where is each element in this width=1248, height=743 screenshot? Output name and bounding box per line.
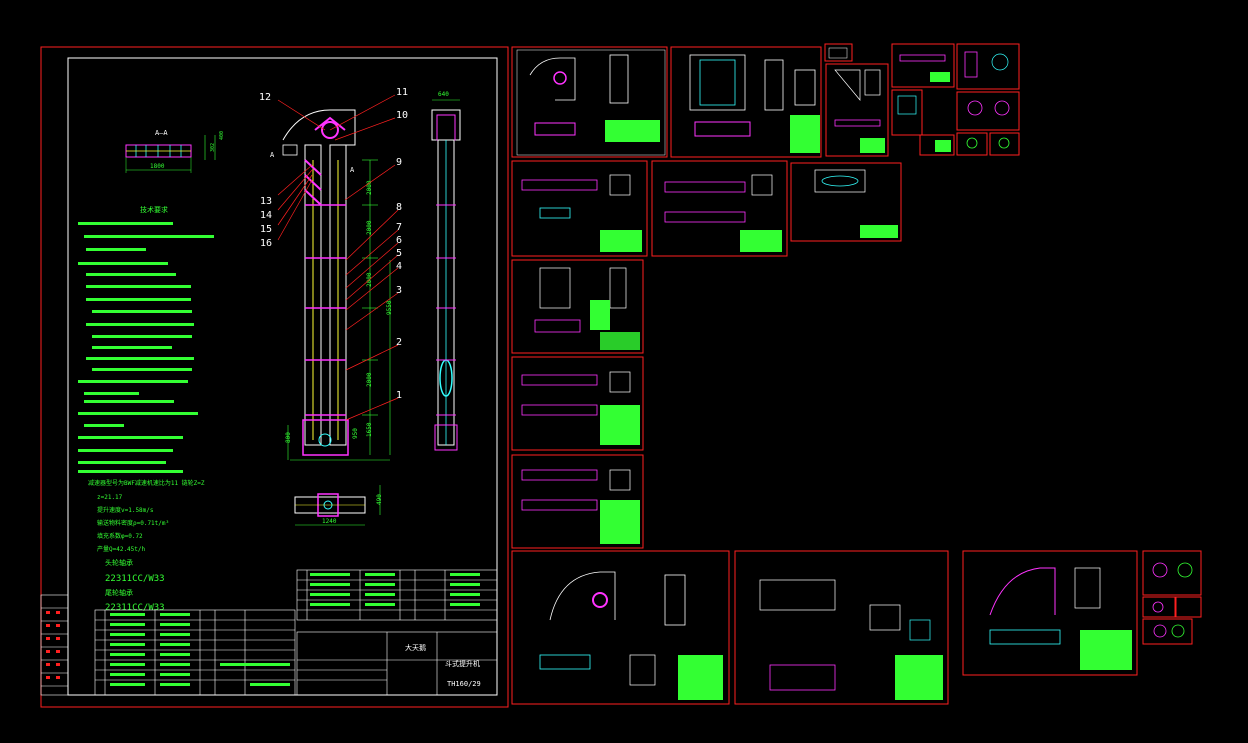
detail-sheet-tail-section[interactable]	[734, 550, 949, 705]
detail-sheet-hood[interactable]	[962, 550, 1138, 676]
section-a-a-label: A—A	[155, 129, 168, 137]
top-width-dim: 640	[438, 91, 449, 98]
detail-sheet-small-2[interactable]	[891, 43, 955, 88]
main-sheet[interactable]: A—A 1800 302 400 技术要求	[40, 46, 509, 708]
total-height-dim: 9550	[386, 300, 393, 315]
part-num-12: 12	[259, 92, 271, 103]
spec-line-1: 减速器型号为BWF减速机速比为11 链轮Z=Z	[88, 479, 205, 487]
section-mark-a-right: A	[350, 166, 355, 174]
spec-line-5: 填充系数φ=0.72	[97, 532, 143, 540]
part-num-11: 11	[396, 87, 408, 98]
detail-sheet-casing-5[interactable]	[511, 356, 644, 451]
bottom-plan-view[interactable]: 1240 490	[294, 485, 383, 526]
detail-sheet-head-assembly[interactable]	[511, 46, 668, 158]
spec-line-2: z=21.17	[97, 494, 123, 501]
height-dim-6: 950	[352, 428, 359, 439]
notes-title: 技术要求	[140, 205, 168, 214]
part-num-10: 10	[396, 110, 408, 121]
part-num-7: 7	[396, 222, 402, 233]
part-num-16: 16	[260, 238, 272, 249]
detail-sheet-small-4[interactable]	[919, 134, 955, 156]
part-num-4: 4	[396, 261, 402, 272]
detail-sheet-casing-2[interactable]	[651, 160, 788, 257]
bottom-width-dim: 1240	[322, 518, 337, 525]
bottom-height-dim: 490	[376, 494, 383, 505]
detail-sheet-small-5[interactable]	[956, 43, 1020, 90]
left-stamp-grid	[40, 594, 69, 696]
section-height-dim-1: 302	[210, 143, 216, 152]
spec-line-9: 尾轮轴承	[105, 588, 133, 597]
title-block-title: 斗式提升机	[445, 659, 480, 668]
section-width-dim: 1800	[150, 163, 165, 170]
height-dim-7: 800	[285, 432, 292, 443]
detail-sheet-head-housing[interactable]	[670, 46, 822, 158]
tech-notes[interactable]: 技术要求 减速器型号为BWF减速机速比为11 链轮Z=Z z=21.17 提升速…	[78, 205, 214, 613]
detail-sheet-small-10[interactable]	[1142, 618, 1193, 645]
height-dim-2: 2000	[366, 220, 373, 235]
detail-sheet-head-section[interactable]	[511, 550, 730, 705]
detail-sheet-small-7[interactable]	[956, 132, 1020, 156]
part-num-8: 8	[396, 202, 402, 213]
detail-sheet-casing-4[interactable]	[511, 259, 644, 354]
section-height-dim-2: 400	[219, 131, 225, 140]
detail-sheet-casing-3[interactable]	[790, 162, 902, 242]
title-block-designer: 大天鹅	[405, 643, 426, 652]
part-num-5: 5	[396, 248, 402, 259]
part-num-13: 13	[260, 196, 272, 207]
part-num-1: 1	[396, 390, 402, 401]
section-a-a-view[interactable]: A—A 1800 302 400	[125, 129, 225, 173]
title-block-drawing-no: TH160/29	[447, 680, 481, 688]
detail-sheet-casing-1[interactable]	[511, 160, 648, 257]
parts-list-fill	[110, 573, 480, 686]
part-num-15: 15	[260, 224, 272, 235]
detail-sheet-small-1[interactable]	[824, 43, 853, 62]
spec-line-8: 22311CC/W33	[105, 574, 165, 584]
part-num-2: 2	[396, 337, 402, 348]
height-dim-4: 2000	[366, 372, 373, 387]
detail-sheet-small-3[interactable]	[891, 89, 923, 136]
spec-line-10: 22311CC/W33	[105, 603, 165, 613]
spec-line-6: 产量Q=42.45t/h	[97, 545, 146, 553]
height-dim-1: 2000	[366, 180, 373, 195]
part-num-3: 3	[396, 285, 402, 296]
elevator-elevation[interactable]: 2000 2000 2000 2000 9550 1650 950 800 A …	[259, 87, 408, 461]
section-mark-a-left: A	[270, 151, 275, 159]
detail-sheet-small-8[interactable]	[1142, 550, 1202, 596]
detail-sheet-chute[interactable]	[825, 63, 889, 157]
spec-line-4: 输送物料密度ρ=0.71t/m³	[97, 519, 169, 527]
part-num-14: 14	[260, 210, 272, 221]
elevator-side-view[interactable]: 640	[431, 91, 461, 451]
spec-line-3: 提升速度v=1.58m/s	[97, 506, 154, 514]
spec-line-7: 头轮轴承	[105, 558, 133, 567]
part-num-6: 6	[396, 235, 402, 246]
detail-sheet-small-6[interactable]	[956, 91, 1020, 131]
part-num-9: 9	[396, 157, 402, 168]
detail-sheet-small-9[interactable]	[1142, 596, 1202, 618]
height-dim-5: 1650	[366, 422, 373, 437]
detail-sheet-casing-6[interactable]	[511, 454, 644, 549]
parts-list-table[interactable]	[94, 569, 498, 696]
